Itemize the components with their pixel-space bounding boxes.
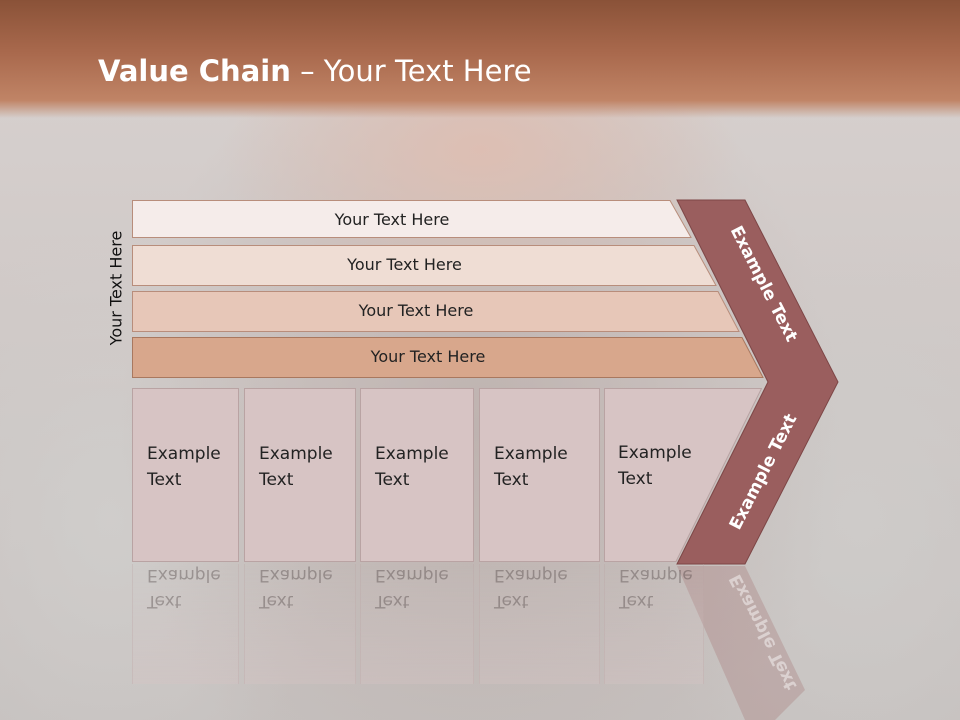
- side-label: Your Text Here: [106, 230, 126, 346]
- activity-cell-2: Example Text: [244, 388, 356, 562]
- activity-cell-3: Example Text: [360, 388, 474, 562]
- cell-line2: Text: [618, 469, 653, 489]
- title-bold: Value Chain: [98, 54, 291, 88]
- support-bar-2: Your Text Here: [132, 245, 717, 286]
- support-bar-1: Your Text Here: [132, 200, 692, 238]
- bar-label: Your Text Here: [370, 346, 486, 366]
- bar-label: Your Text Here: [334, 209, 450, 229]
- title-band: [0, 0, 960, 118]
- cell-line2: Text: [147, 470, 182, 490]
- activity-cell-1: Example Text: [132, 388, 239, 562]
- activity-cell-5: Example Text: [604, 388, 762, 562]
- cell-line2: Text: [494, 470, 529, 490]
- cell-line1: Example: [618, 443, 692, 463]
- bar-label: Your Text Here: [358, 300, 474, 320]
- cell-line1: Example: [494, 444, 568, 464]
- support-bar-3: Your Text Here: [132, 291, 740, 332]
- cell-line1: Example: [375, 444, 449, 464]
- cell-line1: Example: [259, 444, 333, 464]
- slide-title: Value Chain – Your Text Here: [98, 54, 532, 94]
- cell-line2: Text: [259, 470, 294, 490]
- bar-label: Your Text Here: [347, 254, 462, 274]
- cell-line2: Text: [375, 470, 410, 490]
- cell-line1: Example: [147, 444, 221, 464]
- support-bar-4: Your Text Here: [132, 337, 764, 378]
- activity-cell-4: Example Text: [479, 388, 600, 562]
- title-rest: – Your Text Here: [290, 54, 532, 88]
